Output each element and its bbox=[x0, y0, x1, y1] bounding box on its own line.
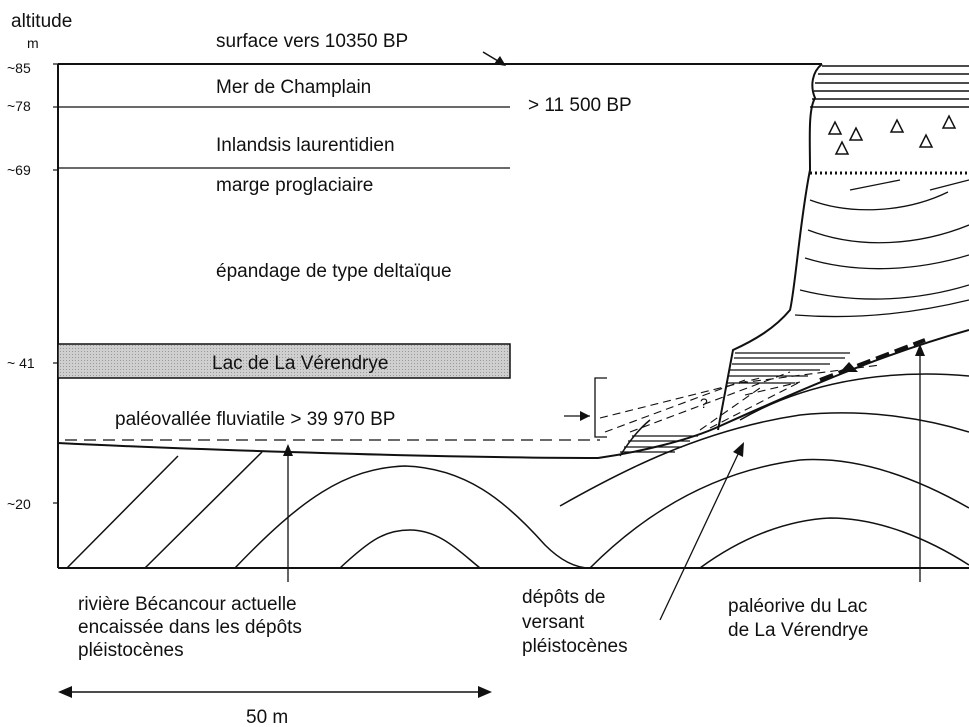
altitude-tick-69: ~69 bbox=[7, 162, 31, 178]
till-triangles bbox=[827, 114, 957, 155]
caption-riviere: rivière Bécancour actuelle encaissée dan… bbox=[78, 594, 302, 661]
marge-label: marge proglaciaire bbox=[216, 175, 373, 196]
altitude-tick-78: ~78 bbox=[7, 98, 31, 114]
diagram-frame bbox=[53, 63, 969, 569]
altitude-axis-title: altitude bbox=[11, 11, 72, 32]
caption-paleorive-line: paléorive du Lac bbox=[728, 596, 867, 617]
surface-arrowhead bbox=[494, 56, 506, 66]
paleovalley-bracket-arrowhead bbox=[580, 411, 590, 421]
cliff-outline bbox=[717, 63, 823, 431]
caption-arrows bbox=[283, 344, 925, 621]
caption-paleorive: paléorive du Lac de La Vérendrye bbox=[728, 596, 869, 641]
caption-depots-line: pléistocènes bbox=[522, 636, 628, 657]
caption-riviere-line: pléistocènes bbox=[78, 640, 184, 661]
caption-riviere-line: encaissée dans les dépôts bbox=[78, 617, 302, 638]
champlain-laminations bbox=[810, 65, 969, 108]
altitude-tick-20: ~20 bbox=[7, 496, 31, 512]
deltaic-foresets bbox=[794, 179, 969, 318]
layer-labels: surface vers 10350 BP Mer de Champlain >… bbox=[115, 31, 708, 430]
caption-paleorive-line: de La Vérendrye bbox=[728, 620, 869, 641]
age-11500-label: > 11 500 BP bbox=[528, 95, 632, 116]
caption-riviere-line: rivière Bécancour actuelle bbox=[78, 594, 297, 615]
paleoshore-arrowhead bbox=[840, 362, 858, 372]
caption-depots-line: versant bbox=[522, 612, 585, 633]
scale-bar-label: 50 m bbox=[246, 707, 288, 727]
altitude-tick-85: ~85 bbox=[7, 60, 31, 76]
lake-layer-band bbox=[57, 343, 511, 379]
inlandsis-label: Inlandsis laurentidien bbox=[216, 135, 395, 156]
bedrock-folds bbox=[66, 373, 969, 569]
question-mark-label: ? bbox=[700, 395, 708, 411]
dashed-slope-lines bbox=[599, 364, 881, 433]
paleovalley-bracket bbox=[594, 377, 607, 438]
altitude-axis-unit: m bbox=[27, 35, 39, 51]
paleoshore-thick-dashes bbox=[819, 338, 926, 382]
surface-label: surface vers 10350 BP bbox=[216, 31, 408, 52]
epandage-label: épandage de type deltaïque bbox=[216, 261, 452, 282]
ground-surface-profile bbox=[57, 329, 969, 460]
slope-deposit-hatching bbox=[619, 419, 698, 457]
scale-bar: 50 m bbox=[58, 686, 492, 727]
layer-boundaries bbox=[58, 106, 510, 169]
champlain-label: Mer de Champlain bbox=[216, 77, 371, 98]
altitude-tick-41: ~ 41 bbox=[7, 355, 35, 371]
lac-label: Lac de La Vérendrye bbox=[212, 353, 388, 374]
caption-depots-line: dépôts de bbox=[522, 587, 605, 608]
caption-depots: dépôts de versant pléistocènes bbox=[522, 587, 628, 657]
paleovallee-label: paléovallée fluviatile > 39 970 BP bbox=[115, 409, 395, 430]
altitude-axis: altitude m ~85 ~78 ~69 ~ 41 ~20 bbox=[7, 11, 72, 512]
